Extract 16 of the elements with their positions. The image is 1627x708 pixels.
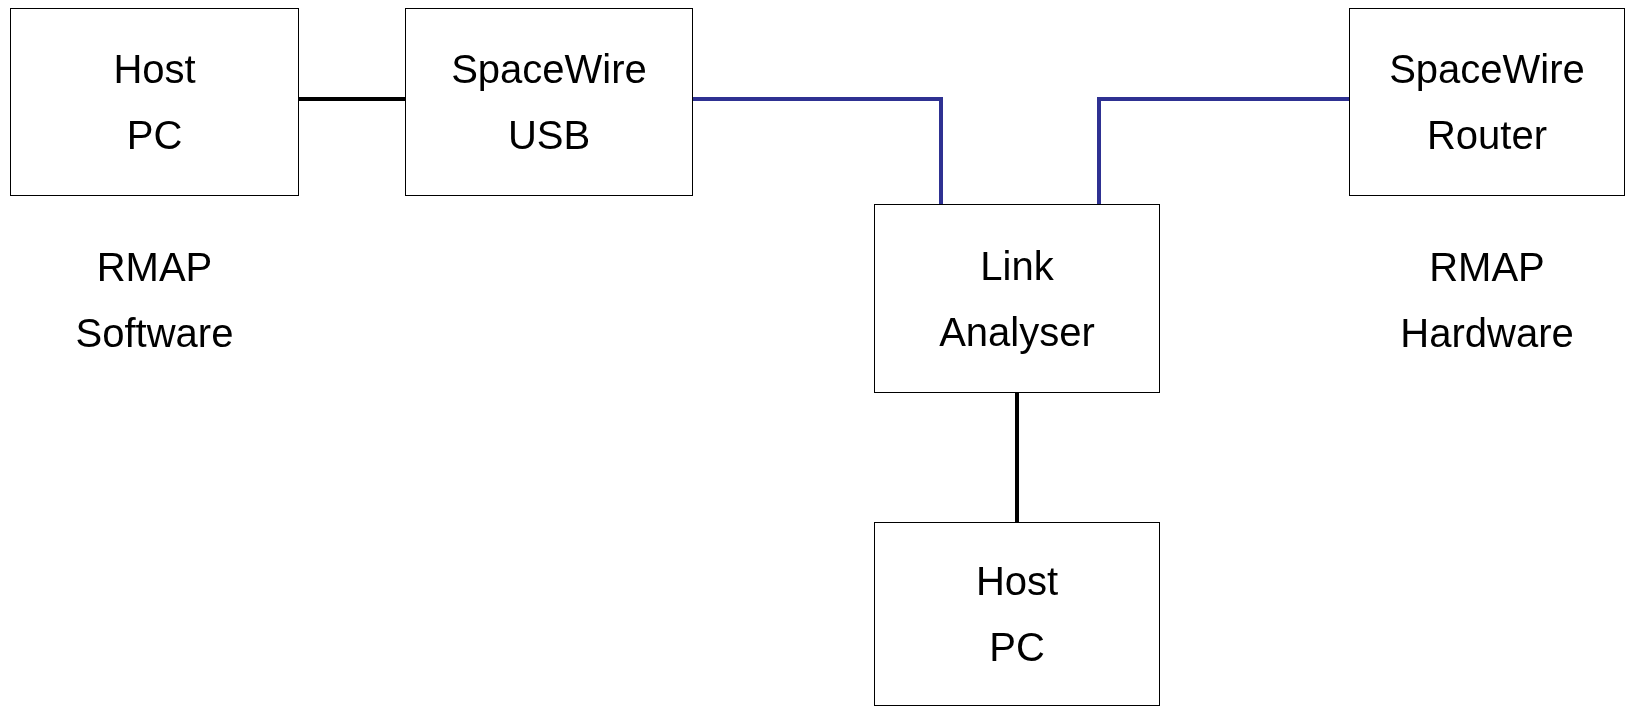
- device-box: [10, 8, 299, 196]
- device-box: [1349, 8, 1625, 196]
- device-label: SpaceWire USB: [451, 46, 647, 159]
- connector-line: [1015, 393, 1019, 522]
- device-box: [874, 204, 1160, 393]
- connector-line: [693, 97, 943, 204]
- caption-text: RMAP Software: [75, 244, 234, 357]
- caption-text: RMAP Hardware: [1400, 244, 1574, 357]
- device-label: Host PC: [975, 558, 1059, 671]
- device-label: Link Analyser: [939, 242, 1095, 356]
- connector-line: [1097, 97, 1349, 204]
- device-label: Host PC: [113, 46, 196, 159]
- device-label: SpaceWire Router: [1389, 46, 1585, 159]
- connector-line: [299, 97, 405, 101]
- device-box: [405, 8, 693, 196]
- device-box: [874, 522, 1160, 706]
